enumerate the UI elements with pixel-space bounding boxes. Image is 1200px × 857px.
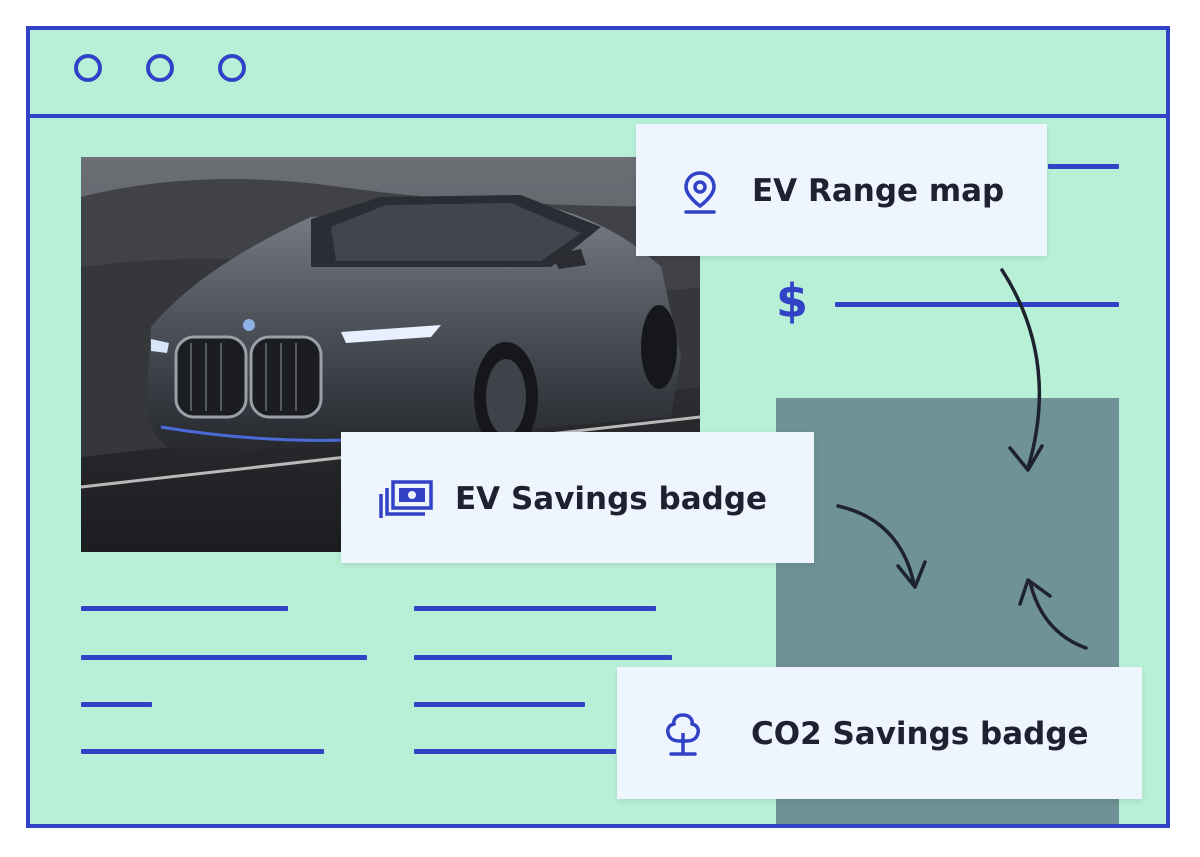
ev-savings-badge-card[interactable]: EV Savings badge (341, 432, 814, 563)
title-bar (30, 30, 1166, 118)
text-line (1048, 164, 1119, 169)
ev-savings-badge-label: EV Savings badge (455, 481, 768, 517)
text-line (81, 655, 367, 660)
ev-range-map-card[interactable]: EV Range map (636, 124, 1047, 256)
text-line (414, 702, 585, 707)
text-line (81, 606, 288, 611)
tree-icon (666, 713, 700, 756)
car-photo (81, 157, 700, 552)
window-control-dot[interactable] (218, 54, 246, 82)
co2-savings-badge-label: CO2 Savings badge (751, 716, 1089, 752)
map-pin-icon (684, 171, 716, 214)
text-line (414, 749, 616, 754)
dollar-icon: $ (776, 274, 809, 328)
text-line (414, 606, 656, 611)
text-line (835, 302, 1119, 307)
text-line (414, 655, 672, 660)
ev-range-map-label: EV Range map (752, 173, 1005, 209)
text-line (81, 749, 324, 754)
window-control-dot[interactable] (74, 54, 102, 82)
car-illustration (81, 157, 700, 552)
co2-savings-badge-card[interactable]: CO2 Savings badge (617, 667, 1142, 799)
money-stack-icon (379, 480, 433, 518)
text-line (81, 702, 152, 707)
window-control-dot[interactable] (146, 54, 174, 82)
